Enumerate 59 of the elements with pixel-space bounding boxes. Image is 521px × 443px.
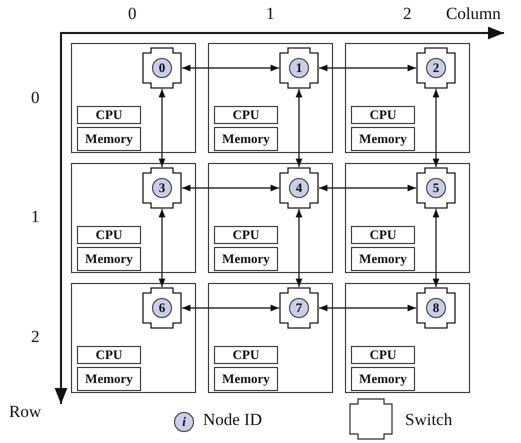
row-number: 2 [31,327,40,347]
compute-node-box [71,163,196,273]
column-number: 2 [403,4,412,24]
row-number: 1 [31,207,40,227]
connector-arrow [319,184,416,192]
cpu-box: CPU [351,106,415,124]
switch [279,167,319,209]
column-number: 0 [128,4,136,24]
connector-arrow [182,304,279,312]
cpu-box: CPU [77,346,141,364]
compute-node-box [208,163,333,273]
compute-node-box [345,163,470,273]
connector-arrow [158,89,166,167]
switch [416,167,456,209]
node-id-sample: i [174,412,194,432]
memory-box: Memory [351,127,415,151]
cpu-box: CPU [214,346,278,364]
legend-label: Switch [405,410,452,430]
compute-node-box [208,283,333,393]
connector-arrow [158,209,166,287]
memory-box: Memory [351,367,415,391]
memory-box: Memory [77,367,141,391]
connector-arrow [296,209,302,287]
cpu-box: CPU [77,226,141,244]
cpu-box: CPU [77,106,141,124]
connector-arrow [432,209,440,287]
compute-node-box [71,283,196,393]
cpu-box: CPU [351,346,415,364]
memory-box: Memory [214,247,278,271]
compute-node-box [71,43,196,153]
legend-label: Node ID [203,410,262,430]
cpu-box: CPU [214,106,278,124]
compute-node-box [345,283,470,393]
connector-arrow [182,184,279,192]
compute-node-box [208,43,333,153]
connector-arrow [432,89,440,167]
cpu-box: CPU [351,226,415,244]
memory-box: Memory [214,127,278,151]
switch [279,47,319,89]
memory-box: Memory [214,367,278,391]
column-number: 1 [266,4,274,24]
memory-box: Memory [351,247,415,271]
connector-arrow [319,304,416,312]
memory-box: Memory [77,247,141,271]
compute-node-box [345,43,470,153]
switch [279,287,319,329]
cpu-box: CPU [214,226,278,244]
switch [142,167,182,209]
axis-title: Column [446,4,501,24]
connector-arrow [182,64,279,72]
switch [142,47,182,89]
switch [416,47,456,89]
row-number: 0 [31,88,40,108]
connector-arrow [296,89,302,167]
switch [416,287,456,329]
switch [142,287,182,329]
axis-title: Row [9,402,42,422]
memory-box: Memory [77,127,141,151]
connector-arrow [319,64,416,72]
